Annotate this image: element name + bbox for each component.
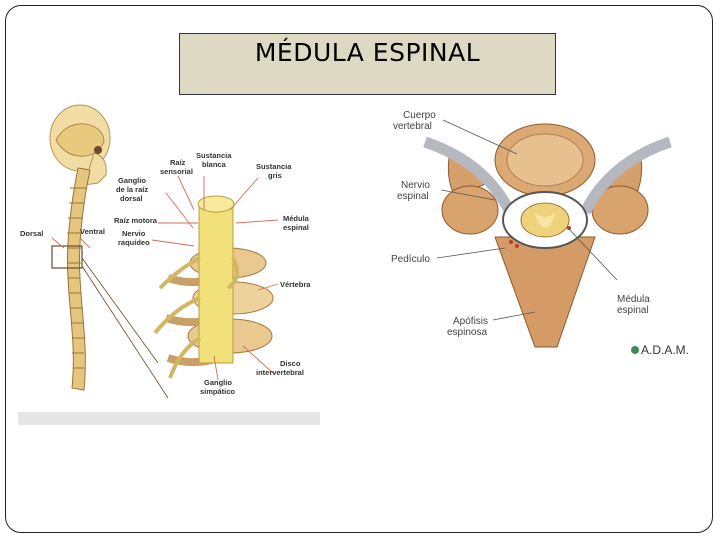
label-ganglio-raiz-3: dorsal <box>120 194 143 203</box>
label-pediculo: Pedículo <box>391 254 430 265</box>
label-ventral: Ventral <box>80 227 105 236</box>
label-medula-2: espinal <box>283 223 309 232</box>
left-spine-illustration: Dorsal Ventral Sustancia blanca Raíz sen… <box>18 98 323 428</box>
label-nervio-2: espinal <box>397 191 429 202</box>
spinal-cord-segment <box>199 203 233 363</box>
label-cuerpo-2: vertebral <box>393 121 432 132</box>
label-disco-1: Disco <box>280 359 301 368</box>
label-sustancia-blanca-1: Sustancia <box>196 151 232 160</box>
label-medula-1: Médula <box>283 214 310 223</box>
label-sustancia-gris-1: Sustancia <box>256 162 292 171</box>
spinous-process <box>495 237 595 347</box>
label-ganglio-simpatico-1: Ganglio <box>204 378 232 387</box>
label-sustancia-gris-2: gris <box>268 171 282 180</box>
label-cuerpo-1: Cuerpo <box>403 110 436 121</box>
label-disco-2: intervertebral <box>256 368 304 377</box>
label-ganglio-simpatico-2: simpático <box>200 387 235 396</box>
label-vertebra: Vértebra <box>280 280 311 289</box>
caption-strip <box>18 412 320 425</box>
label-dorsal: Dorsal <box>20 229 43 238</box>
left-labels: Dorsal Ventral Sustancia blanca Raíz sen… <box>20 151 311 396</box>
logo-text: A.D.A.M. <box>641 343 689 357</box>
label-raiz-sensorial-2: sensorial <box>160 167 193 176</box>
label-raiz-sensorial-1: Raíz <box>170 158 186 167</box>
label-nervio-1: Nervio <box>401 180 430 191</box>
spine-column <box>67 168 90 390</box>
right-vertebra-illustration: Cuerpo vertebral Nervio espinal Pedículo… <box>385 102 705 357</box>
label-raiz-motora: Raíz motora <box>114 216 158 225</box>
slide-title: MÉDULA ESPINAL <box>180 38 555 67</box>
label-medula-espinal-1: Médula <box>617 294 650 305</box>
adam-logo: A.D.A.M. <box>631 343 689 357</box>
label-sustancia-blanca-2: blanca <box>202 160 227 169</box>
label-apofisis-1: Apófisis <box>453 316 488 327</box>
label-ganglio-raiz-2: de la raíz <box>116 185 148 194</box>
title-box: MÉDULA ESPINAL <box>179 33 556 95</box>
label-apofisis-2: espinosa <box>447 327 487 338</box>
label-ganglio-raiz-1: Ganglio <box>118 176 146 185</box>
label-nervio-raquideo-2: raquídeo <box>118 238 150 247</box>
label-nervio-raquideo-1: Nervio <box>122 229 146 238</box>
label-medula-espinal-2: espinal <box>617 305 649 316</box>
